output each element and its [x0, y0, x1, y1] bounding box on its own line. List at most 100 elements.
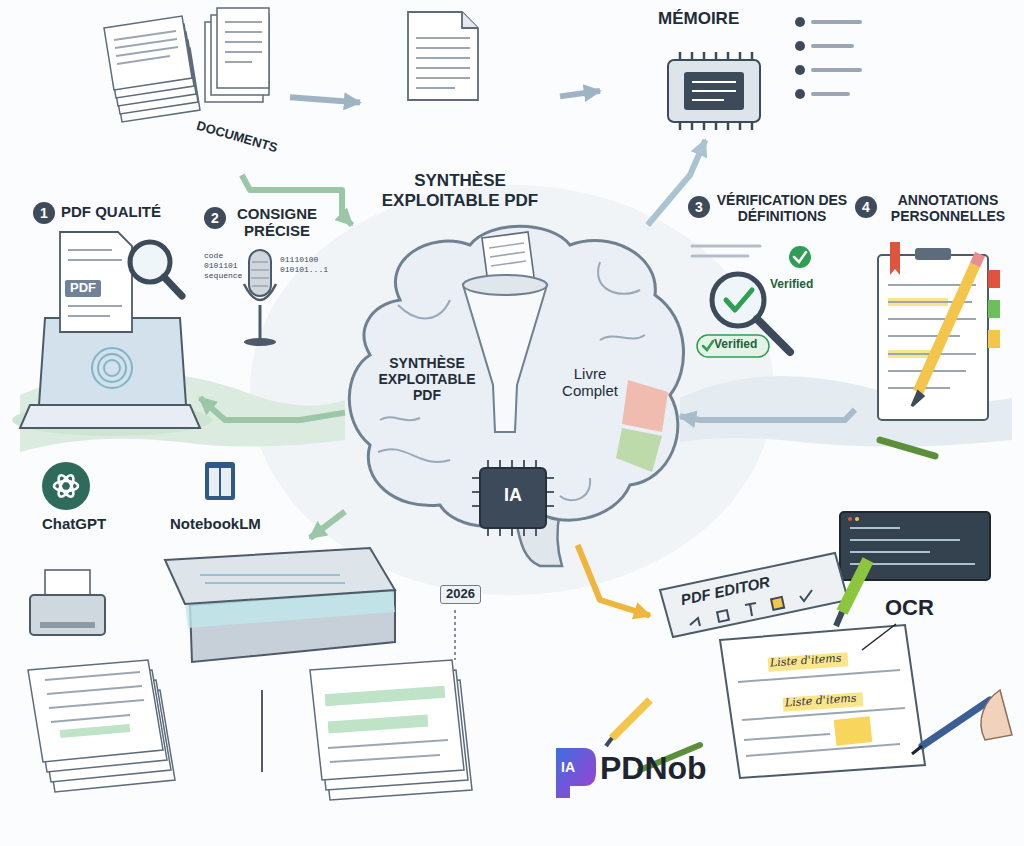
- brain-part-part: [490, 252, 525, 257]
- pdf-editor-ocr-part: [836, 612, 842, 626]
- pdf-editor-ocr-part-part: [738, 670, 900, 682]
- pdf-editor-ocr-part: [850, 528, 975, 564]
- pdf-editor-ocr-part-part: [742, 708, 905, 720]
- flow-arrow: [200, 398, 345, 420]
- verification-panel: 3VÉRIFICATION DES DÉFINITIONSVerifiedVer…: [688, 190, 854, 380]
- ai-tool-icons-part: [209, 468, 231, 496]
- memory-chip-part-part: [813, 68, 860, 72]
- memory-chip-part-part: [751, 52, 754, 60]
- document-stack-part-part: [225, 51, 262, 53]
- chip-label: IA: [490, 485, 536, 506]
- document-stack-part-part: [225, 61, 252, 63]
- synthesis-page-part-part: [416, 87, 455, 89]
- step-heading: ANNOTATIONS PERSONNELLES: [881, 192, 1015, 224]
- pdf-editor-ocr: [660, 512, 1012, 778]
- printer-scanner-part-part: [330, 755, 440, 762]
- synthesis-page-part-part: [416, 77, 470, 79]
- laptop-pdf-part-part: [68, 259, 122, 261]
- memory-chip-part-part: [703, 122, 706, 130]
- code-text: code: [204, 251, 223, 261]
- consigne-panel: 2CONSIGNE PRÉCISEcode0101101sequence0111…: [200, 205, 333, 385]
- brain-part-part: [380, 417, 420, 420]
- microphone-part-part: [251, 277, 269, 278]
- brain-part-part: [600, 335, 645, 340]
- code-text: 010101...1: [280, 265, 328, 275]
- printer-scanner-part: [30, 595, 105, 635]
- brain-part-part: [472, 477, 480, 479]
- memory-chip-part: [692, 82, 736, 100]
- brain-part-part: [499, 460, 501, 468]
- annotated-clipboard-part: [988, 300, 1000, 318]
- printer-scanner-part: [45, 672, 144, 722]
- document-stack-part-part: [116, 47, 178, 56]
- printer-scanner-part-part: [28, 660, 163, 762]
- callout-number: 2: [204, 207, 226, 229]
- ai-tool-icons-part: [205, 462, 235, 500]
- annotated-clipboard-part: [918, 265, 975, 392]
- callout-number: 1: [33, 202, 55, 224]
- brain-part-part: [511, 528, 513, 536]
- pdf-editor-ocr-part: [768, 652, 849, 672]
- memory-chip-part-part: [813, 92, 848, 96]
- document-stack-part: [225, 22, 262, 62]
- callout-number: 4: [855, 196, 877, 218]
- logo-and-pencils-part: [606, 738, 612, 746]
- pdf-editor-ocr-part-part: [745, 603, 756, 616]
- printer-scanner-part-part: [51, 715, 130, 722]
- ai-tool-icons-part: [54, 473, 78, 499]
- logo-and-pencils-part: [556, 748, 596, 798]
- tool-name: NotebookLM: [170, 515, 261, 532]
- brain-part-part: [472, 491, 480, 493]
- pdf-editor-ocr-part: [842, 560, 868, 612]
- code-text: sequence: [204, 271, 242, 281]
- brain-part: [463, 285, 547, 432]
- pdf-editor-ocr-part-part: [850, 539, 960, 541]
- brain-part-part: [560, 478, 590, 500]
- brain-part-part: [499, 528, 501, 536]
- verification-icons-part-part: [692, 255, 748, 258]
- printer-scanner-part-part: [49, 700, 144, 708]
- annotated-clipboard-part: [915, 248, 951, 260]
- microphone-part: [259, 305, 262, 340]
- memory-chip-part-part: [703, 52, 706, 60]
- pdf-editor-ocr-part-part: [771, 597, 784, 610]
- printer-scanner-part: [200, 575, 345, 583]
- printer-scanner-part: [325, 686, 446, 706]
- printer-scanner-part-part: [328, 740, 448, 748]
- printer-scanner-part: [310, 660, 472, 800]
- verification-icons-part: [697, 335, 769, 357]
- brain-part-part: [511, 460, 513, 468]
- ai-tool-icons-part: [42, 462, 90, 510]
- background-swoosh-part: [250, 185, 774, 595]
- annotated-clipboard-part: [878, 255, 988, 420]
- synthesis-document: SYNTHÈSE EXPLOITABLE PDF: [360, 5, 560, 215]
- brain-label: SYNTHÈSE EXPLOITABLE PDF: [373, 355, 481, 403]
- handwritten-text: Liste d'items: [770, 653, 842, 671]
- illustration-label: DOCUMENTS: [195, 119, 280, 156]
- printer-scanner-part: [454, 610, 456, 660]
- document-stack-part-part: [115, 39, 177, 48]
- pdf-editor-ocr-part: [720, 625, 925, 778]
- printer-scanner-part: [328, 715, 429, 734]
- synthesis-page-part-part: [416, 57, 470, 59]
- memory-chip-part-part: [751, 122, 754, 130]
- verification-icons-part: [794, 252, 806, 262]
- memory-chip-part-part: [727, 122, 730, 130]
- memory-chip-part-part: [692, 81, 736, 83]
- memory-chip-part: [684, 72, 744, 110]
- pdf-quality-panel: 1PDF QUALITÉPDF: [25, 200, 200, 440]
- laptop-pdf-part-part: [98, 354, 126, 382]
- ai-tools-scanner: ChatGPTNotebookLM: [20, 455, 310, 840]
- background-swoosh: [20, 185, 1012, 595]
- year-tag: 2026: [440, 585, 481, 604]
- handwritten-text: Liste d'items: [785, 693, 857, 711]
- pdf-editor-ocr-part: [862, 624, 896, 650]
- brain: [349, 226, 683, 566]
- synthesis-page-part: [416, 38, 470, 88]
- printer-scanner-part: [45, 570, 90, 598]
- flow-arrow: [310, 512, 345, 539]
- microphone-part-part: [252, 285, 268, 286]
